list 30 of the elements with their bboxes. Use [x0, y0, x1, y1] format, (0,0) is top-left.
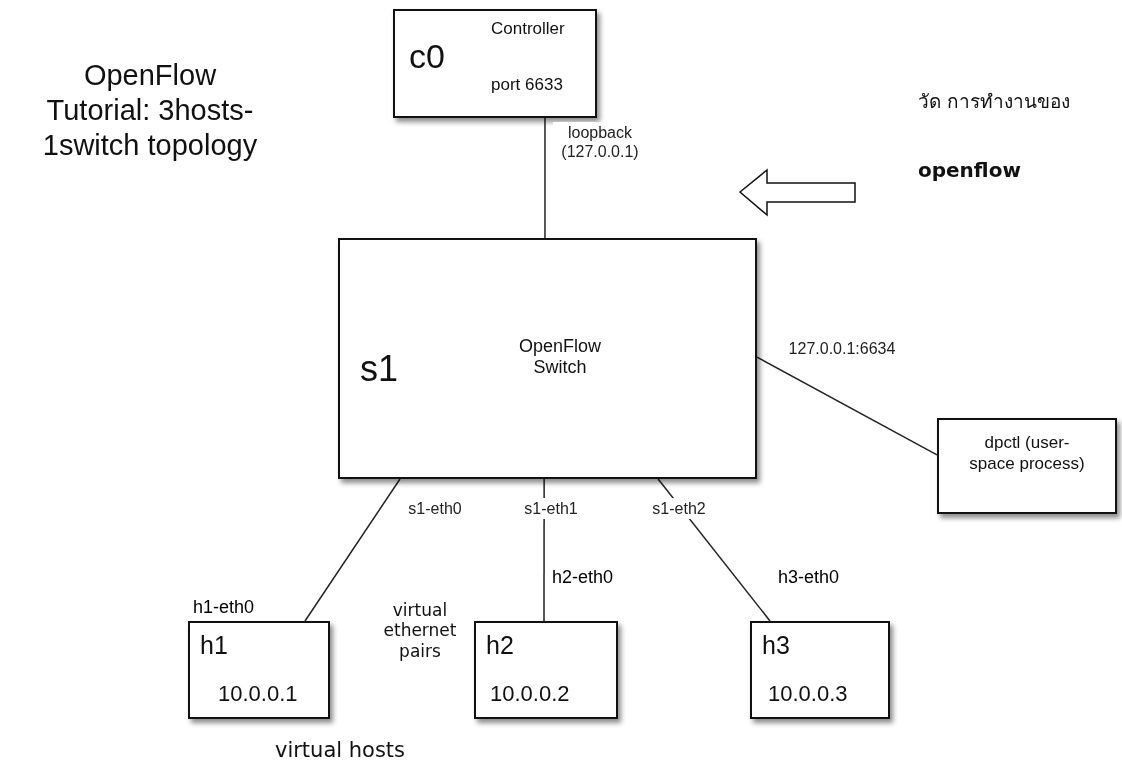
connector-line: [544, 117, 546, 239]
process-box: [937, 418, 1117, 514]
annotation-text: วัด การทำงานของ: [918, 90, 1072, 113]
ip-address: 10.0.0.3: [768, 681, 848, 707]
node-name: c0: [409, 37, 445, 77]
port-label: h3-eth0: [778, 567, 840, 588]
note-text: virtual ethernet pairs: [382, 600, 458, 662]
node-name: h2: [486, 631, 514, 660]
ip-address: 10.0.0.2: [490, 681, 570, 707]
host-box: [474, 621, 618, 719]
node-role: Controller: [491, 19, 565, 39]
ip-address: 10.0.0.1: [218, 681, 298, 707]
connector-line: [304, 478, 401, 622]
node-role: OpenFlow Switch: [517, 336, 602, 378]
host-box: [750, 621, 890, 719]
node-name: s1: [360, 348, 399, 390]
node-name: h3: [762, 631, 790, 660]
annotation-text: openflow: [918, 158, 1022, 182]
port-label: h2-eth0: [552, 567, 614, 588]
connector-line: [543, 478, 545, 622]
node-name: h1: [200, 631, 228, 660]
port-number: port 6633: [491, 75, 563, 95]
switch-box: [338, 238, 757, 479]
host-box: [188, 621, 330, 719]
process-label: dpctl (user-space process): [968, 432, 1086, 475]
caption-text: virtual hosts: [273, 738, 407, 764]
diagram-title: OpenFlow Tutorial: 3hosts-1switch topology: [41, 58, 259, 163]
controller-box: [393, 9, 597, 118]
connector-line: [756, 356, 938, 456]
port-label: h1-eth0: [193, 597, 255, 618]
